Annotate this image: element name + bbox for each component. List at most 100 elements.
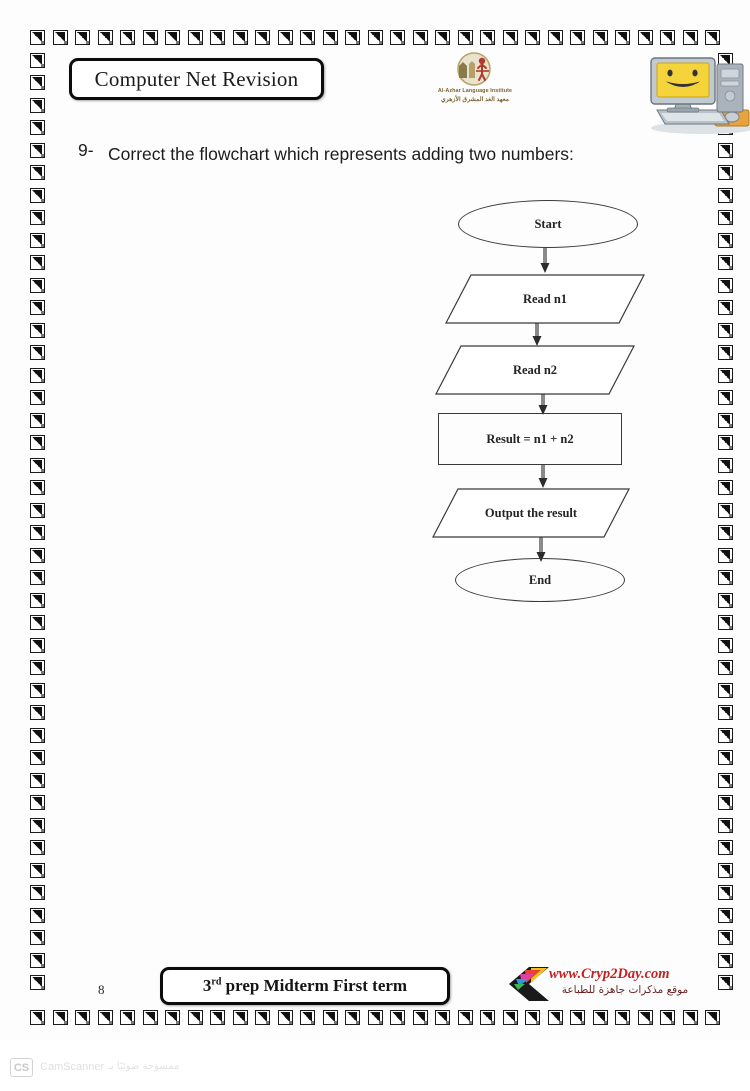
border-tile <box>30 840 45 855</box>
border-tile <box>525 1010 540 1025</box>
border-tile <box>30 142 45 158</box>
border-tile <box>457 1010 473 1025</box>
page-number: 8 <box>98 982 105 997</box>
border-tile <box>718 525 733 540</box>
border-tile <box>718 795 733 810</box>
border-tile <box>142 1010 158 1025</box>
institute-logo: Al-Azhar Language Institute معهد الغد ال… <box>400 52 550 110</box>
border-tile <box>718 930 733 945</box>
border-tile <box>367 1010 383 1025</box>
flowchart-node-end: End <box>455 558 625 602</box>
border-tile <box>390 1010 405 1025</box>
border-tile <box>718 300 733 315</box>
border-tile <box>30 30 45 45</box>
camscanner-arabic-text: ممسوحة ضوئيًا بـ <box>108 1061 180 1072</box>
border-tile <box>412 1010 428 1025</box>
flowchart-arrow-read2-to-calc <box>536 394 550 416</box>
border-tile <box>718 502 733 518</box>
footer-banner-prefix: 3 <box>202 976 212 995</box>
border-tile <box>718 885 733 900</box>
border-tile <box>718 277 733 293</box>
footer-banner: 3rd prep Midterm First term <box>160 967 450 1005</box>
border-tile <box>718 142 733 158</box>
border-tile <box>718 817 733 833</box>
border-tile <box>142 30 158 45</box>
border-tile <box>592 30 608 45</box>
border-tile <box>165 1010 180 1025</box>
border-tile <box>75 1010 90 1025</box>
border-tile <box>30 367 45 383</box>
flowchart-node-calc: Result = n1 + n2 <box>438 413 622 465</box>
border-tile <box>718 660 733 675</box>
border-tile <box>547 30 563 45</box>
border-tile <box>187 30 203 45</box>
border-tile <box>345 30 360 45</box>
border-tile <box>718 390 733 405</box>
border-tile <box>390 30 405 45</box>
border-tile <box>30 412 45 428</box>
border-tile <box>718 255 733 270</box>
border-tile <box>30 165 45 180</box>
flowchart-node-output-label: Output the result <box>484 505 578 520</box>
question-number: 9- <box>78 140 94 160</box>
border-tile <box>705 30 720 45</box>
question-text: Correct the flowchart which represents a… <box>108 144 574 164</box>
border-tile <box>718 547 733 563</box>
border-tile <box>718 210 733 225</box>
border-tile <box>457 30 473 45</box>
border-tile <box>660 30 675 45</box>
border-tile <box>30 907 45 923</box>
border-tile <box>277 1010 293 1025</box>
border-tile <box>718 952 733 968</box>
flowchart-node-start-label: Start <box>534 216 562 231</box>
border-tile <box>718 862 733 878</box>
footer-banner-label: 3rd prep Midterm First term <box>203 976 407 996</box>
border-tile <box>30 210 45 225</box>
border-tile <box>718 232 733 248</box>
flowchart-node-read-n1: Read n1 <box>445 274 645 324</box>
border-tile <box>30 862 45 878</box>
title-banner: Computer Net Revision <box>69 58 324 100</box>
border-tile <box>232 30 248 45</box>
border-tile <box>30 277 45 293</box>
border-tile <box>30 930 45 945</box>
border-tile <box>30 795 45 810</box>
border-tile <box>718 435 733 450</box>
border-tile <box>165 30 180 45</box>
flowchart-arrow-calc-to-output <box>536 465 550 489</box>
border-tile <box>718 727 733 743</box>
border-tile <box>300 30 315 45</box>
border-tile <box>30 660 45 675</box>
border-tile <box>97 30 113 45</box>
border-tile <box>30 322 45 338</box>
border-tile <box>637 1010 653 1025</box>
flowchart-node-read-n2: Read n2 <box>435 345 635 395</box>
border-tile <box>718 345 733 360</box>
border-tile <box>30 705 45 720</box>
border-tile <box>718 165 733 180</box>
rainbow-chevron-logo-icon <box>509 967 549 1001</box>
flowchart-node-end-label: End <box>528 572 552 587</box>
border-tile <box>718 457 733 473</box>
border-tile <box>615 30 630 45</box>
border-tile <box>592 1010 608 1025</box>
border-tile <box>277 30 293 45</box>
border-tile <box>718 412 733 428</box>
border-tile <box>210 1010 225 1025</box>
border-tile <box>718 187 733 203</box>
border-tile <box>435 1010 450 1025</box>
border-tile <box>30 1010 45 1025</box>
border-tile <box>30 952 45 968</box>
border-tile <box>718 570 733 585</box>
border-tile <box>30 120 45 135</box>
border-tile <box>435 30 450 45</box>
border-tile <box>718 840 733 855</box>
border-tile <box>52 1010 68 1025</box>
page-title: Computer Net Revision <box>94 66 299 91</box>
border-tile <box>120 1010 135 1025</box>
border-tile <box>637 30 653 45</box>
flowchart-arrow-start-to-read1 <box>538 248 552 274</box>
flowchart-node-start: Start <box>458 200 638 248</box>
institute-name-ar: معهد الغد المشرق الأزهري <box>440 96 510 103</box>
footer-banner-ordinal: rd <box>211 976 222 988</box>
